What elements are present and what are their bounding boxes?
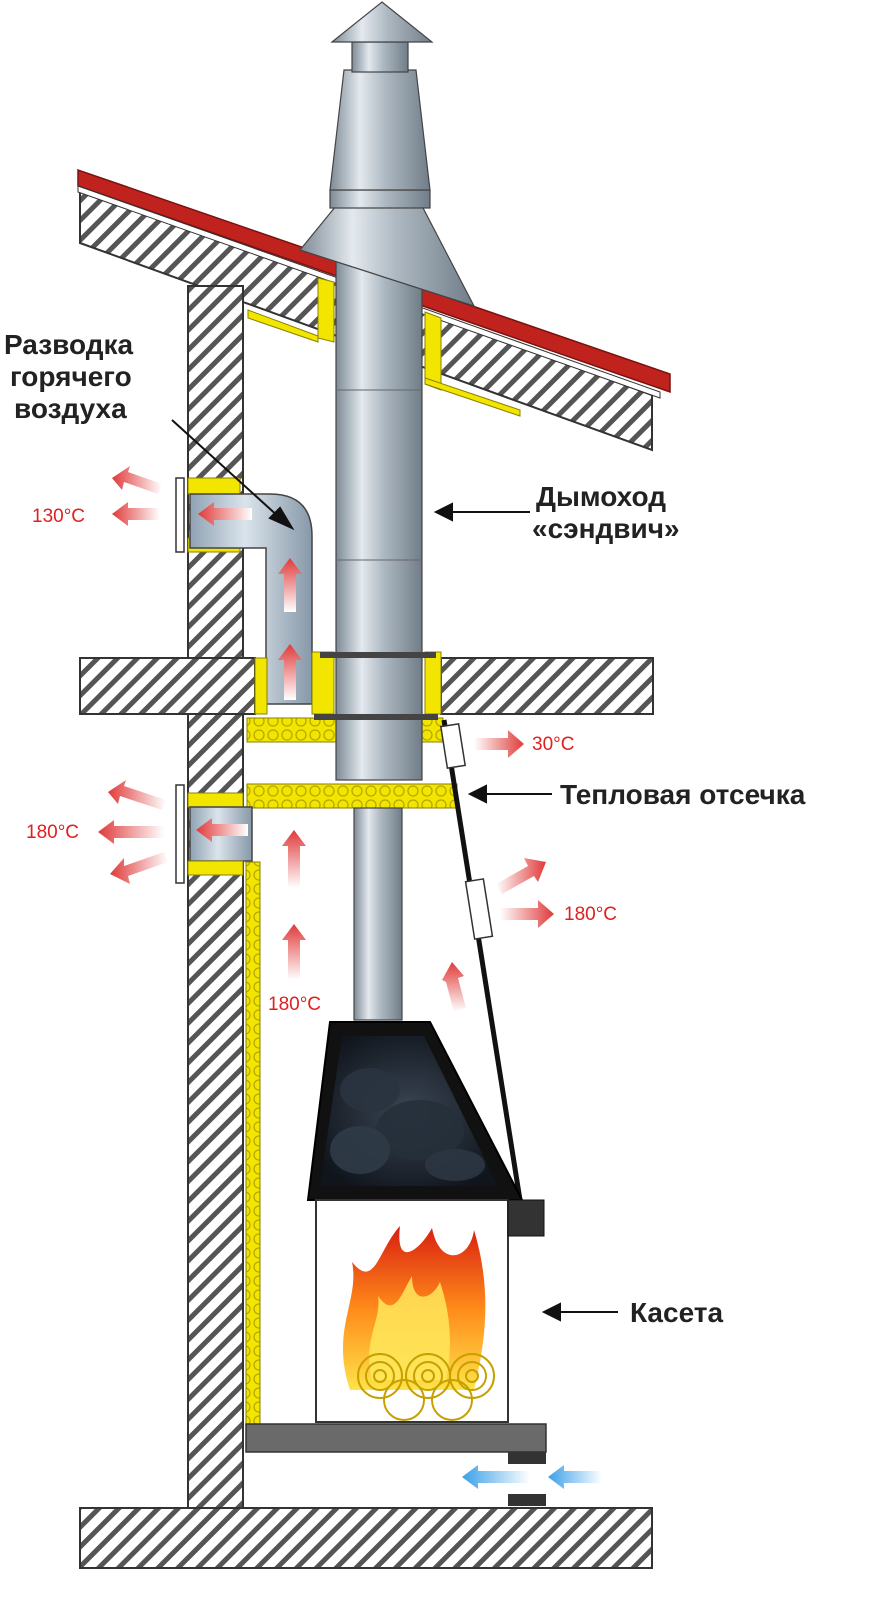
pointer-lines bbox=[171, 419, 618, 1322]
heat-cutoff-label: Тепловая отсечка bbox=[560, 779, 806, 810]
left-wall bbox=[187, 285, 244, 1512]
arrow-left bbox=[112, 502, 160, 526]
arrow-right bbox=[500, 900, 554, 928]
arrow-up bbox=[442, 962, 466, 1012]
hot-air-label-line1: Разводка bbox=[4, 329, 134, 360]
hot-air-arrows bbox=[98, 466, 554, 1012]
arrow-up bbox=[282, 924, 306, 980]
arrow-left bbox=[196, 818, 248, 842]
ground-floor bbox=[79, 1507, 653, 1569]
hot-air-label-line2: горячего bbox=[10, 361, 132, 392]
arrow-up bbox=[278, 558, 302, 612]
arrow-right bbox=[474, 730, 524, 758]
arrow-left bbox=[110, 852, 168, 884]
cassette bbox=[245, 1021, 547, 1506]
cold-air-arrows bbox=[462, 1465, 602, 1489]
arrow-left bbox=[98, 820, 164, 844]
temp-casing-side: 180°C bbox=[564, 904, 618, 925]
arrow-left bbox=[198, 502, 252, 526]
arrow-left bbox=[548, 1465, 602, 1489]
arrow-left bbox=[108, 780, 166, 810]
sandwich-chimney bbox=[298, 1, 477, 1021]
chimney-label-line2: «сэндвич» bbox=[532, 513, 680, 544]
casing-wall bbox=[439, 719, 523, 1201]
arrow-right bbox=[496, 858, 546, 894]
temp-ceiling-gap: 30°C bbox=[532, 734, 575, 755]
temp-outlet-lower: 180°C bbox=[26, 822, 80, 843]
arrow-up bbox=[282, 830, 306, 888]
slab-duct-insulation bbox=[254, 651, 442, 715]
chimney-label-line1: Дымоход bbox=[536, 481, 666, 512]
temp-outlet-upper: 130°C bbox=[32, 506, 86, 527]
temp-inner-channel: 180°C bbox=[268, 994, 322, 1015]
arrow-left bbox=[112, 466, 162, 494]
hot-air-label-line3: воздуха bbox=[14, 393, 127, 424]
floor-slab bbox=[79, 657, 654, 715]
cassette-label: Касета bbox=[630, 1297, 724, 1328]
arrow-left bbox=[462, 1465, 530, 1489]
roof-insulation bbox=[247, 277, 521, 417]
wall-insulation bbox=[245, 861, 261, 1429]
arrow-up bbox=[278, 644, 302, 700]
